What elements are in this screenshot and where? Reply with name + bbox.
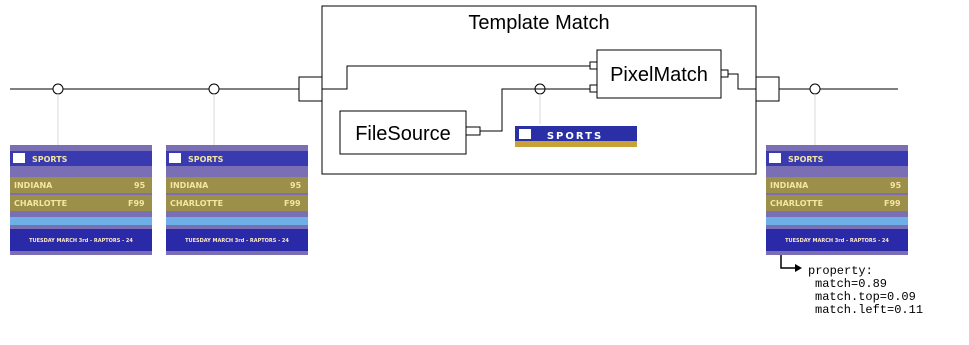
frame-row1-score: 95 (890, 181, 902, 190)
frame-row-band (766, 177, 908, 193)
group-output-port[interactable] (755, 76, 780, 102)
frame-ticker-bg (10, 229, 152, 251)
frame-row2-team: CHARLOTTE (14, 199, 67, 208)
frame-ticker-text: TUESDAY MARCH 3rd - RAPTORS - 24 (785, 238, 889, 244)
frame-row2-team: CHARLOTTE (170, 199, 223, 208)
property-line: match=0.89 (815, 277, 887, 291)
probe-2[interactable] (208, 83, 220, 95)
probe-4[interactable] (809, 83, 821, 95)
frame-row2-score: F99 (128, 199, 145, 208)
frame-strip (766, 217, 908, 225)
frame-row-band (166, 195, 308, 211)
frame-logo-icon (13, 153, 25, 163)
frame-header-bar (166, 151, 308, 166)
group-title: Template Match (468, 12, 609, 34)
frame-row2-score: F99 (884, 199, 901, 208)
frame-row1-score: 95 (290, 181, 302, 190)
property-label: property: (808, 264, 873, 278)
frame-header-text: SPORTS (32, 155, 68, 164)
filesource-label: FileSource (355, 123, 451, 145)
arrow-head-icon (795, 264, 802, 272)
frame-row2-score: F99 (284, 199, 301, 208)
frame-row1-team: INDIANA (770, 181, 809, 190)
frame-ticker-text: TUESDAY MARCH 3rd - RAPTORS - 24 (185, 238, 289, 244)
link-input-to-pixelmatch (322, 65, 590, 90)
link-pixelmatch-to-output (728, 73, 756, 90)
pixelmatch-label: PixelMatch (610, 64, 708, 86)
frame-header-bar (10, 151, 152, 166)
frame-row-band (10, 177, 152, 193)
frame-ticker-bg (766, 229, 908, 251)
link-filesource-to-pixelmatch (480, 88, 590, 132)
probe-1[interactable] (52, 83, 64, 95)
frame-row1-team: INDIANA (170, 181, 209, 190)
pixelmatch-in-port-2[interactable] (589, 84, 598, 93)
pixelmatch-out-port[interactable] (720, 69, 729, 78)
template-image: SPORTS (515, 126, 637, 147)
frame-logo-icon (169, 153, 181, 163)
frame-row1-team: INDIANA (14, 181, 53, 190)
frame-row-band (766, 195, 908, 211)
frame-strip (166, 217, 308, 225)
property-line: match.top=0.09 (815, 290, 916, 304)
frame-row-band (10, 195, 152, 211)
property-line: match.left=0.11 (815, 303, 923, 317)
frame-ticker-text: TUESDAY MARCH 3rd - RAPTORS - 24 (29, 238, 133, 244)
frame-header-text: SPORTS (188, 155, 224, 164)
frame-row2-team: CHARLOTTE (770, 199, 823, 208)
frame-strip (10, 217, 152, 225)
pixelmatch-in-port-1[interactable] (589, 61, 598, 70)
frame-logo-icon (769, 153, 781, 163)
group-input-port[interactable] (298, 76, 323, 102)
filesource-out-port[interactable] (465, 126, 481, 136)
output-arrow-line (780, 255, 795, 269)
frame-header-text: SPORTS (788, 155, 824, 164)
template-logo-text: SPORTS (547, 131, 603, 142)
frame-row1-score: 95 (134, 181, 146, 190)
frame-header-bar (766, 151, 908, 166)
frame-row-band (166, 177, 308, 193)
frame-ticker-bg (166, 229, 308, 251)
